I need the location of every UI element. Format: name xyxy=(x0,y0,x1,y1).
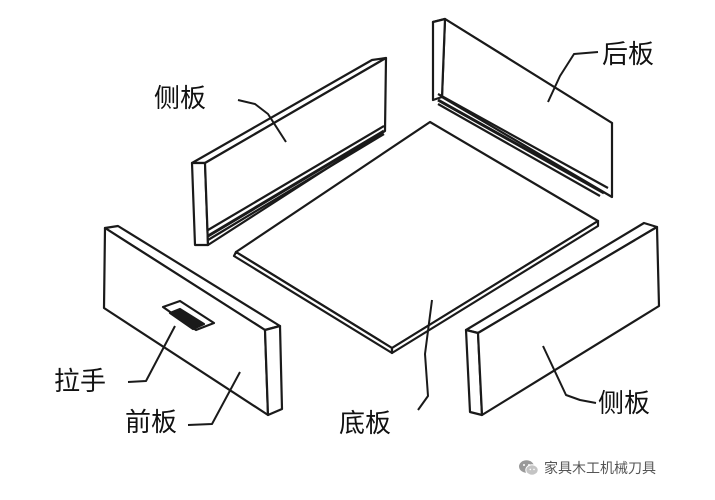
label-bottom-panel: 底板 xyxy=(339,409,392,439)
back-panel xyxy=(431,17,614,199)
bottom-panel xyxy=(232,120,600,355)
label-back-panel: 后板 xyxy=(602,40,655,70)
label-right-side-panel: 侧板 xyxy=(598,389,651,419)
front-panel xyxy=(102,224,284,417)
label-front-panel: 前板 xyxy=(125,408,178,438)
leader-handle xyxy=(127,325,176,383)
wechat-icon xyxy=(519,460,539,476)
leader-bottom-panel xyxy=(417,299,433,411)
watermark-text: 家具木工机械刀具 xyxy=(544,461,656,477)
label-handle: 拉手 xyxy=(54,367,107,397)
leader-lines xyxy=(127,51,599,426)
right-side-panel xyxy=(464,221,661,417)
leader-right-side-panel xyxy=(542,345,597,404)
leader-front-panel xyxy=(187,371,241,426)
leader-back-panel xyxy=(547,51,599,103)
watermark: 家具木工机械刀具 xyxy=(518,458,656,478)
label-left-side-panel: 侧板 xyxy=(154,84,207,114)
leader-left-side-panel xyxy=(237,99,287,143)
left-side-panel xyxy=(190,56,388,247)
handle xyxy=(161,299,216,332)
